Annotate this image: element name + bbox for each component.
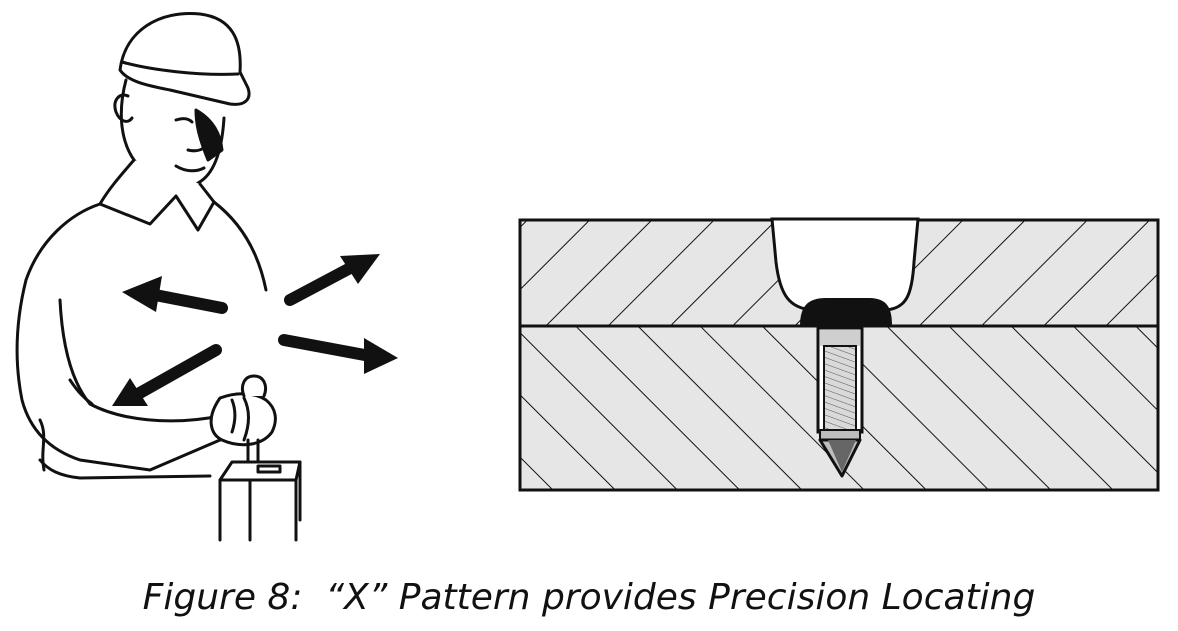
worker-illustration [15,12,302,542]
arrow-lower-left-icon [112,344,222,406]
figure-illustration [15,12,1160,542]
figure-caption: Figure 8: “X” Pattern provides Precision… [142,577,1036,618]
arrow-lower-right-icon [278,334,398,374]
cross-section-diagram [518,217,1160,492]
locating-pin [823,345,857,431]
shirt-collar [98,158,216,232]
handle-knob [240,374,268,398]
shirt [15,202,222,472]
cap [118,12,251,106]
x-pattern-arrows [112,254,398,406]
hand [209,392,277,447]
arrow-upper-left-icon [122,276,228,314]
cavity [770,217,920,312]
arrow-upper-right-icon [284,254,380,306]
seat [800,298,892,326]
